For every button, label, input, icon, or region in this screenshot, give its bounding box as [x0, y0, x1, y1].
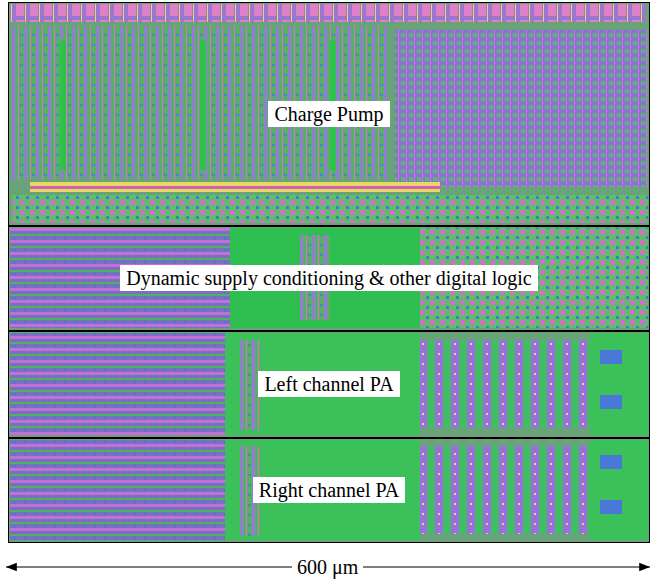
- region-band: Left channel PA: [8, 330, 650, 439]
- region-band: Charge Pump: [8, 2, 650, 227]
- region-band: Right channel PA: [8, 437, 650, 543]
- region-label: Dynamic supply conditioning & other digi…: [120, 265, 538, 291]
- region-label: Left channel PA: [258, 371, 399, 397]
- region-band: Dynamic supply conditioning & other digi…: [8, 225, 650, 332]
- region-label: Charge Pump: [268, 101, 389, 127]
- dimension-label: 600 μm: [292, 555, 363, 579]
- layout-art: [8, 2, 650, 542]
- region-label: Right channel PA: [253, 477, 405, 503]
